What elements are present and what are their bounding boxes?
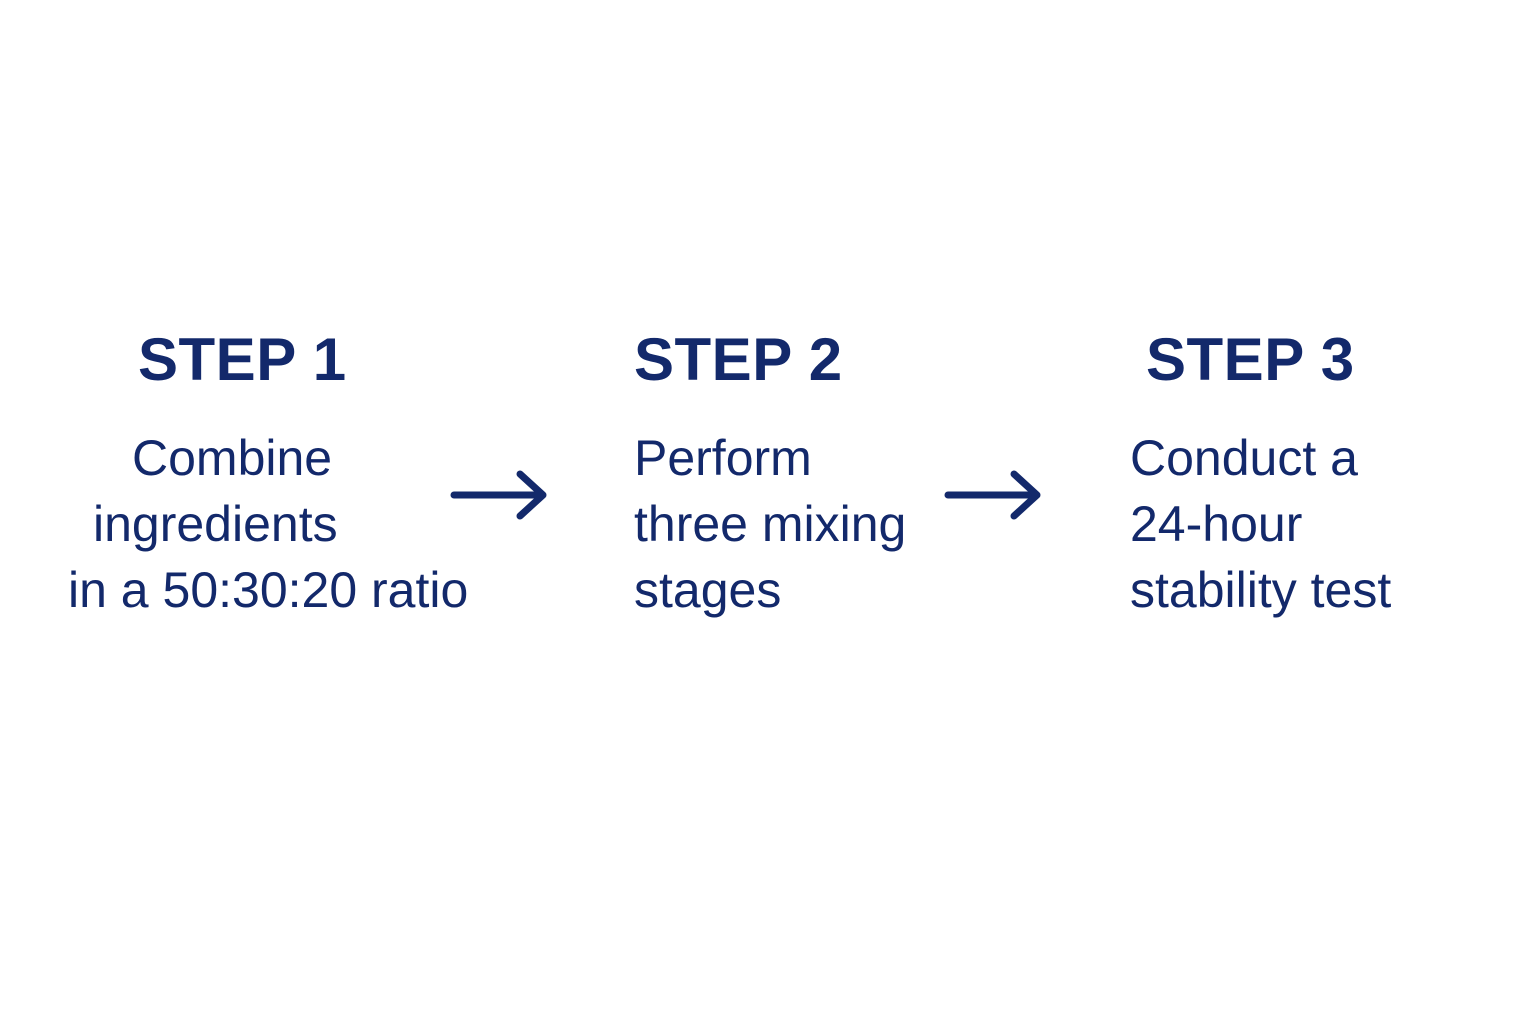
step-1-line-2: ingredients [93,496,338,552]
arrow-right-icon [944,470,1041,520]
step-2-line-2: three mixing [634,496,907,552]
arrow-right-icon [450,470,547,520]
step-3-title: STEP 3 [1146,326,1355,393]
step-3-line-3: stability test [1130,562,1392,618]
step-2-line-1: Perform [634,430,812,486]
step-2-line-3: stages [634,562,782,618]
step-2-title: STEP 2 [634,326,843,393]
step-1-title: STEP 1 [138,326,347,393]
step-3-line-2: 24-hour [1130,496,1303,552]
step-1-line-1: Combine [132,430,333,486]
step-3-line-1: Conduct a [1130,430,1358,486]
step-1-line-3: in a 50:30:20 ratio [68,562,469,618]
